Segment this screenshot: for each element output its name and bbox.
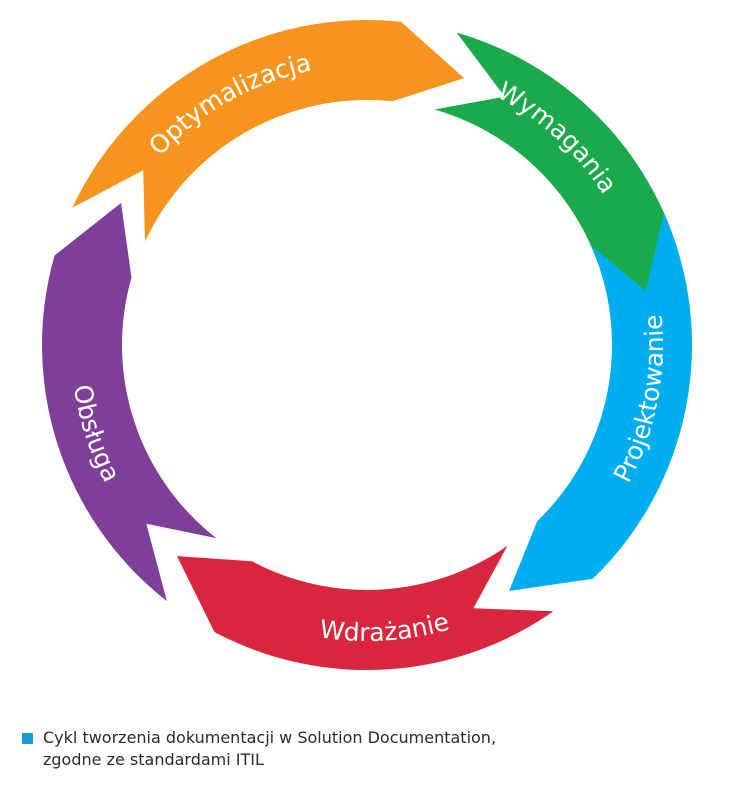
cycle-segment-obsluga [42,203,217,602]
caption-bullet-icon [22,733,33,744]
cycle-segment-optymalizacja [72,20,465,242]
cycle-segment-projektowanie [509,212,693,592]
cycle-segment-wdrazanie [177,545,554,671]
caption: Cykl tworzenia dokumentacji w Solution D… [22,727,496,771]
caption-text: Cykl tworzenia dokumentacji w Solution D… [43,727,496,771]
caption-line-1: Cykl tworzenia dokumentacji w Solution D… [43,728,497,747]
caption-line-2: zgodne ze standardami ITIL [43,750,264,769]
cycle-segment-wymagania [434,32,671,311]
cycle-diagram: OptymalizacjaWymaganiaProjektowanieWdraż… [42,20,693,671]
